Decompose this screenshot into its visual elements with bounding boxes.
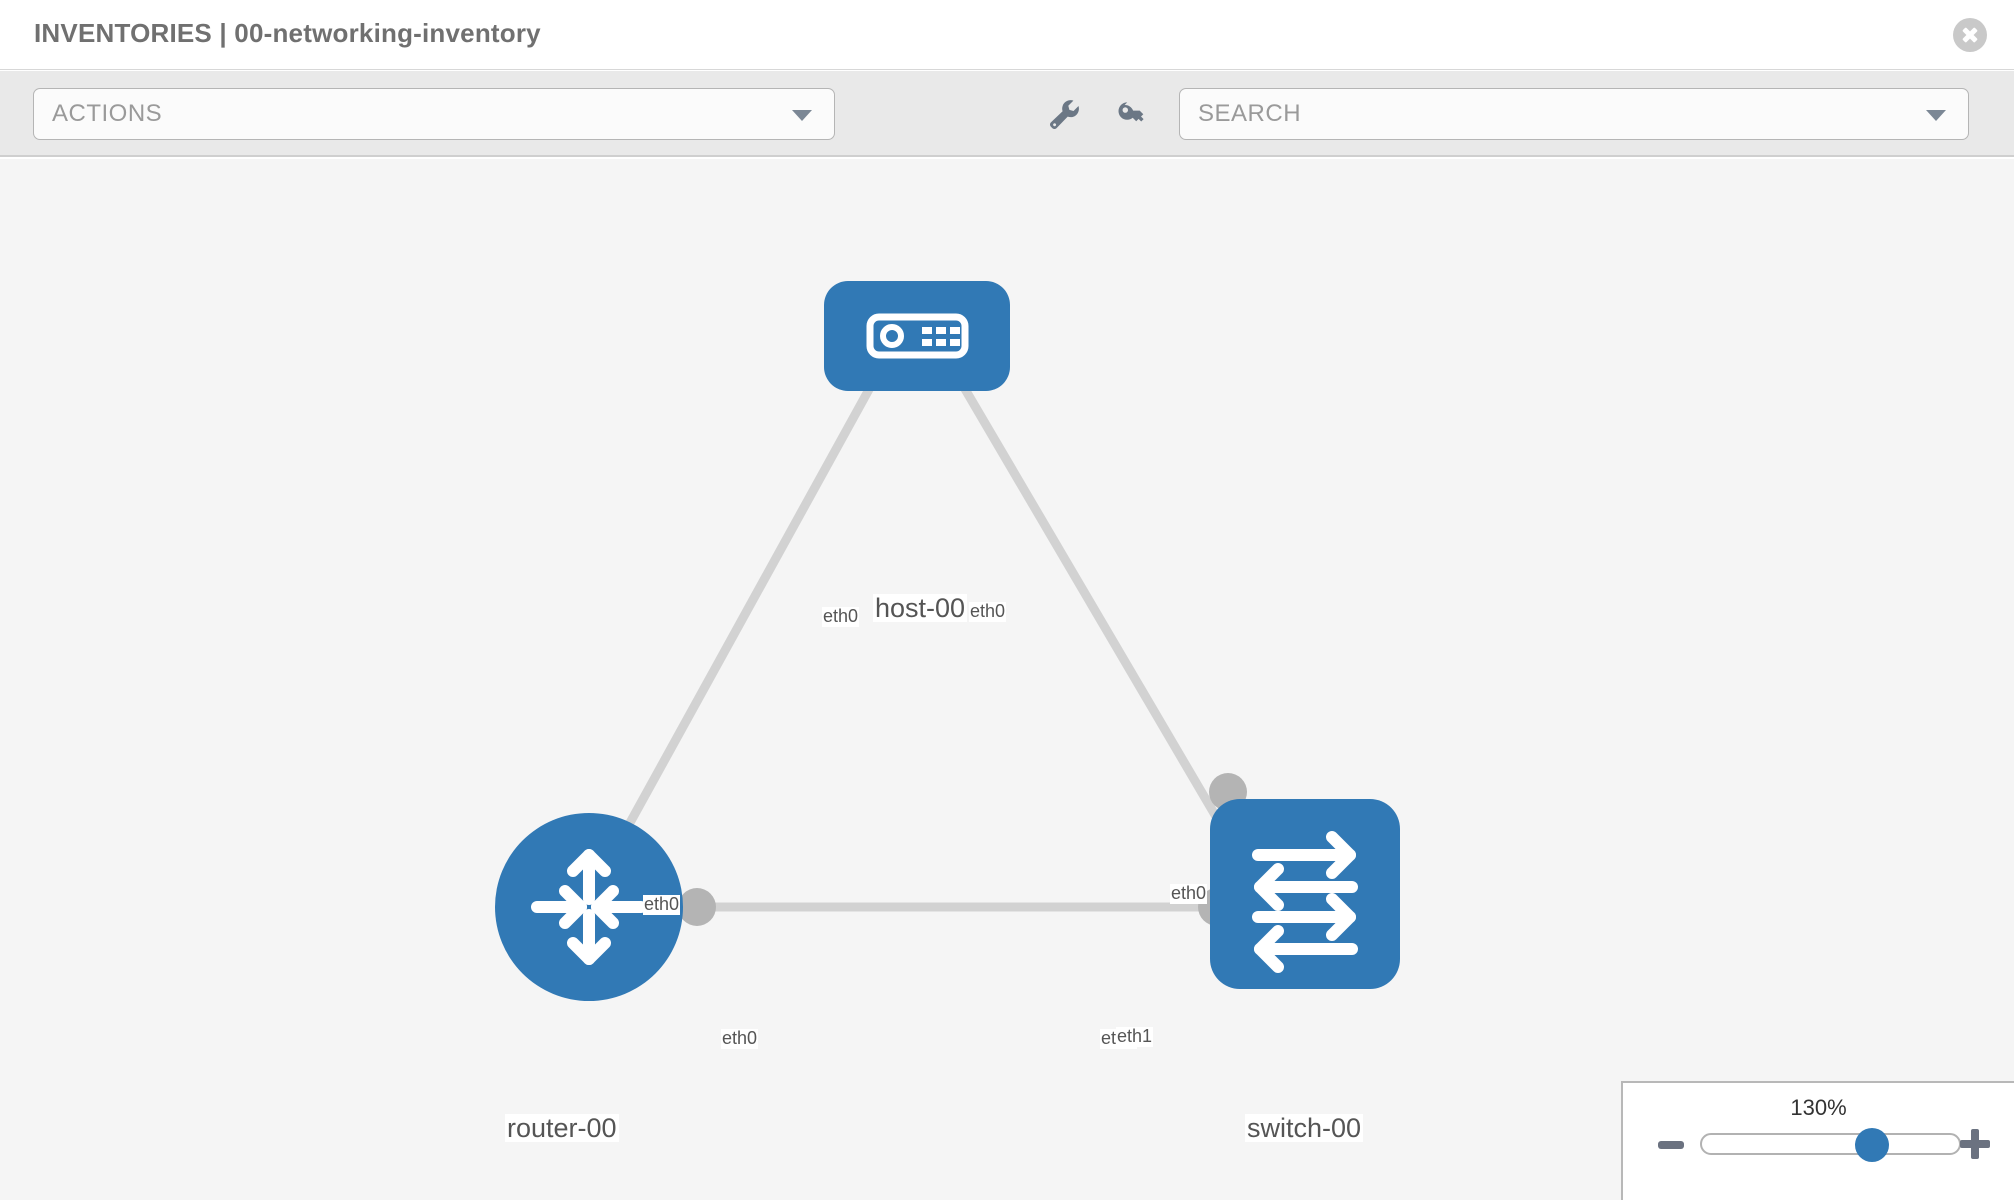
page-title: INVENTORIES | 00-networking-inventory xyxy=(34,18,541,48)
node-host-00-shape[interactable] xyxy=(824,281,1010,391)
toolbar: ACTIONS SEARCH xyxy=(0,71,2014,157)
chevron-down-icon xyxy=(1926,110,1946,121)
key-icon[interactable] xyxy=(1114,97,1150,133)
edge-label-router-switch-near-router: eth0 xyxy=(721,1028,759,1049)
switch-arrows-icon xyxy=(1252,831,1358,973)
server-device-icon xyxy=(866,313,969,359)
window-header: INVENTORIES | 00-networking-inventory xyxy=(0,0,2014,70)
edge-label-router-switch-eth1: eth1 xyxy=(1116,1026,1154,1047)
topology-graph: host-00 xyxy=(0,159,2014,1200)
wrench-icon[interactable] xyxy=(1046,97,1082,133)
node-router-00-label: router-00 xyxy=(505,1113,619,1143)
topology-canvas[interactable]: host-00 xyxy=(0,159,2014,1200)
edge-label-host-switch-near-host: eth0 xyxy=(969,601,1007,622)
zoom-level-value: 130% xyxy=(1790,1095,1847,1120)
minus-icon[interactable] xyxy=(1658,1141,1684,1149)
link-host-router xyxy=(606,381,876,862)
search-input-placeholder: SEARCH xyxy=(1198,100,1302,127)
link-host-switch xyxy=(958,381,1239,852)
search-input[interactable]: SEARCH xyxy=(1179,88,1969,140)
edge-label-host-switch-near-switch: eth0 xyxy=(1170,883,1208,904)
edge-label-host-router-near-router: eth0 xyxy=(643,894,681,915)
node-host-00-label: host-00 xyxy=(873,593,968,623)
zoom-control-panel: 130% xyxy=(1621,1081,2014,1200)
zoom-slider[interactable] xyxy=(1700,1128,1961,1162)
node-switch-00-label: switch-00 xyxy=(1245,1113,1364,1143)
actions-dropdown[interactable]: ACTIONS xyxy=(33,88,835,140)
actions-dropdown-label: ACTIONS xyxy=(52,100,163,127)
close-icon[interactable] xyxy=(1953,18,1987,52)
router-arrows-icon xyxy=(531,849,647,965)
plus-icon[interactable] xyxy=(1960,1129,1990,1159)
chevron-down-icon xyxy=(792,110,812,121)
edge-label-host-router-near-host: eth0 xyxy=(822,606,860,627)
zoom-slider-handle[interactable] xyxy=(1854,1128,1889,1162)
node-switch-00-shape[interactable] xyxy=(1210,799,1400,989)
topology-links xyxy=(606,381,1239,912)
connector-router-eth0[interactable] xyxy=(678,888,716,926)
